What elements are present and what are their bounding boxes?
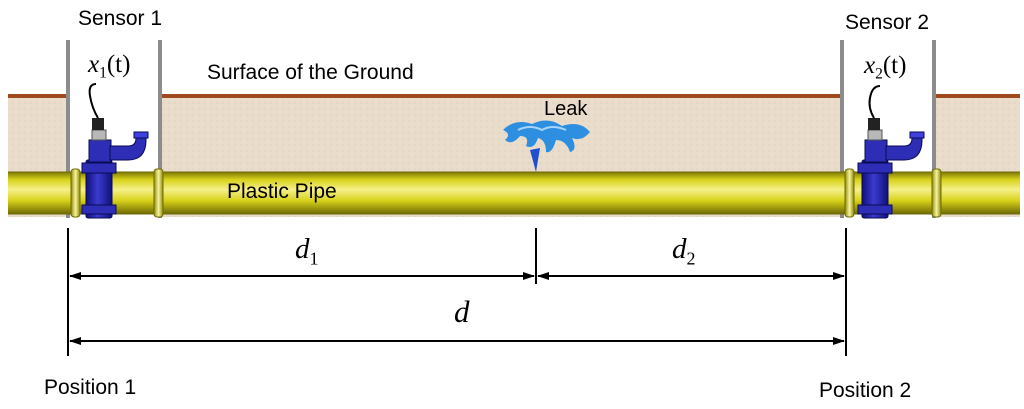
sensor1-wall-right	[158, 40, 162, 218]
sensor2-signal-arg: (t)	[882, 52, 907, 79]
sensor2-transducer	[868, 85, 881, 130]
sensor2-wall-right	[932, 40, 936, 218]
d2-sub: 2	[686, 248, 696, 269]
sensor2-wall-left	[840, 40, 844, 218]
sensor1-signal-sub: 1	[99, 64, 107, 82]
sensor1-fitting	[81, 129, 149, 219]
sensor1-transducer	[88, 83, 104, 130]
sensor2-signal: x2(t)	[864, 52, 907, 83]
position2-label: Position 2	[819, 379, 912, 402]
d1-sub: 1	[309, 248, 319, 269]
sensor1-signal-arg: (t)	[106, 51, 131, 78]
dimension-lines	[67, 228, 847, 356]
position1-label: Position 1	[44, 376, 137, 399]
sensor1-wall-left	[66, 40, 70, 218]
d1-var: d	[295, 233, 310, 265]
ground-surface-label: Surface of the Ground	[207, 61, 414, 84]
sensor2-label: Sensor 2	[845, 11, 930, 34]
sensor2-fitting	[857, 129, 925, 219]
d-label: d	[454, 294, 470, 329]
sensor1-signal: x1(t)	[88, 51, 131, 82]
d2-label: d2	[672, 233, 696, 269]
sensor1-signal-var: x	[88, 51, 100, 78]
sensor2-signal-sub: 2	[875, 65, 883, 83]
ground-surface-line	[8, 94, 1020, 98]
leak-splash	[503, 120, 590, 172]
d2-var: d	[672, 233, 687, 265]
pipe-joint-rings	[70, 168, 942, 218]
pipe-label: Plastic Pipe	[227, 180, 337, 203]
sensor1-label: Sensor 1	[78, 7, 163, 30]
leak-label: Leak	[544, 98, 588, 120]
d1-label: d1	[295, 233, 319, 269]
sensor2-signal-var: x	[864, 52, 876, 79]
